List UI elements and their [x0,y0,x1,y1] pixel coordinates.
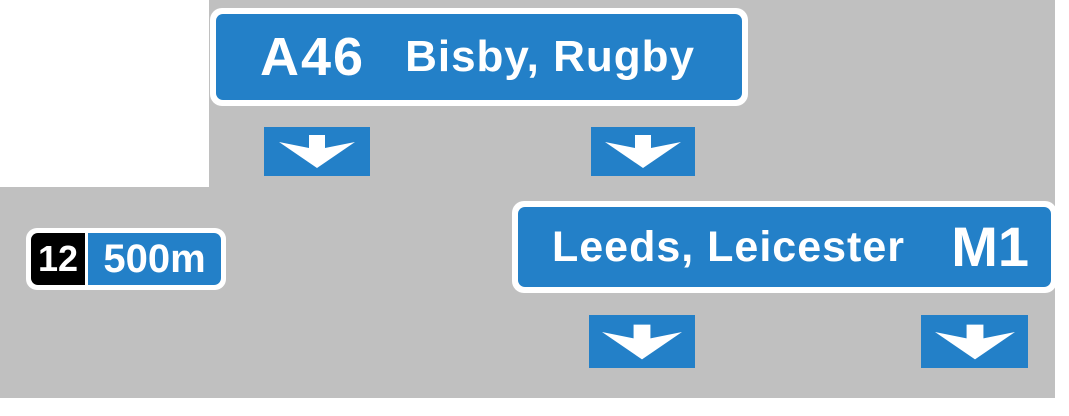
destinations-bisby-rugby: Bisby, Rugby [405,32,695,81]
junction-distance-panel: 12 500m [26,228,226,290]
lane-arrow-3 [589,315,695,368]
lane-arrow-2 [591,127,695,176]
lane-arrow-1 [264,127,370,176]
down-arrow-icon [602,324,682,359]
down-arrow-icon [279,135,355,168]
down-arrow-icon [605,135,681,168]
direction-sign-a46-face: A46 Bisby, Rugby [216,14,742,100]
destinations-leeds-leicester: Leeds, Leicester [552,222,906,271]
down-arrow-icon [934,324,1015,359]
route-number-m1: M1 [951,215,1029,278]
direction-sign-a46: A46 Bisby, Rugby [210,8,748,106]
lane-arrow-4 [921,315,1028,368]
distance-value: 500m [88,233,221,285]
direction-sign-m1: Leeds, Leicester M1 [512,201,1057,293]
junction-number-badge: 12 [31,233,86,285]
direction-sign-m1-face: Leeds, Leicester M1 [518,207,1051,287]
route-number-a46: A46 [260,27,366,87]
